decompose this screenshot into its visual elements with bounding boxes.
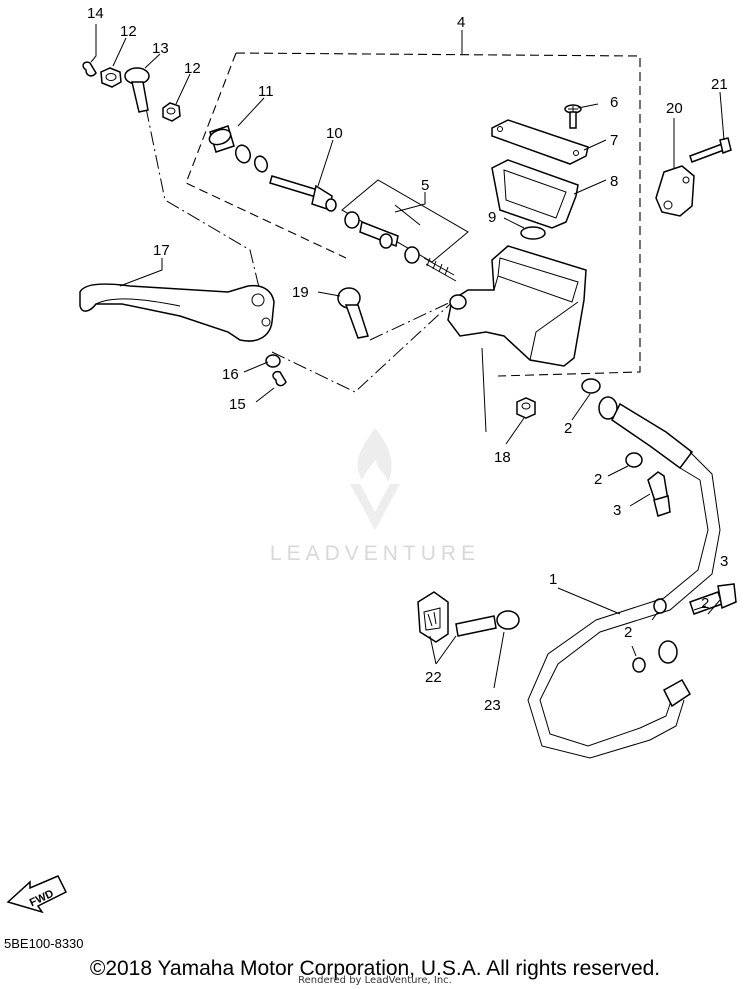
washer-2-b xyxy=(625,452,643,468)
callout-15: 15 xyxy=(229,396,246,413)
leader-lines xyxy=(90,24,725,689)
callout-14: 14 xyxy=(87,5,104,22)
washer-16 xyxy=(265,354,281,368)
piston-kit-5-bracket xyxy=(341,179,469,263)
callout-16: 16 xyxy=(222,366,239,383)
nut-12-top xyxy=(100,67,122,88)
screw-6 xyxy=(564,104,582,129)
bolt-21 xyxy=(689,137,732,163)
bolt-centerline xyxy=(369,299,456,341)
callout-1: 1 xyxy=(549,571,557,588)
push-rod-10 xyxy=(269,175,337,212)
master-cylinder-assembly-boundary xyxy=(185,52,641,377)
diaphragm-8 xyxy=(491,159,579,229)
reservoir-cap-7 xyxy=(491,119,589,165)
pivot-bolt-19 xyxy=(337,287,369,339)
callout-17: 17 xyxy=(153,242,170,259)
union-bolt-3-a xyxy=(647,471,671,517)
bolt-23 xyxy=(455,610,520,637)
diagram-code: 5BE100-8330 xyxy=(4,936,84,951)
callout-20: 20 xyxy=(666,100,683,117)
hose-guide-22 xyxy=(417,591,449,643)
washer-2-a xyxy=(581,378,601,394)
callout-13: 13 xyxy=(152,40,169,57)
callout-9: 9 xyxy=(488,209,496,226)
copyright-notice: ©2018 Yamaha Motor Corporation, U.S.A. A… xyxy=(89,957,661,980)
callout-2-b: 2 xyxy=(594,471,602,488)
callout-23: 23 xyxy=(484,697,501,714)
callout-5: 5 xyxy=(421,177,429,194)
callout-4: 4 xyxy=(457,14,465,31)
fwd-arrow-icon: FWD xyxy=(6,875,68,914)
callout-18: 18 xyxy=(494,449,511,466)
callout-11: 11 xyxy=(258,83,274,100)
callout-labels: 14 12 13 12 11 10 4 5 6 7 8 9 20 21 17 1… xyxy=(87,5,728,714)
callout-19: 19 xyxy=(292,284,309,301)
holder-20 xyxy=(655,165,695,217)
callout-7: 7 xyxy=(610,132,618,149)
pivot-centerline xyxy=(145,107,461,393)
callout-3-a: 3 xyxy=(613,502,621,519)
callout-6: 6 xyxy=(610,94,618,111)
nut-12-right xyxy=(162,102,181,122)
callout-12-right: 12 xyxy=(184,60,201,77)
callout-12-top: 12 xyxy=(120,23,137,40)
pivot-bolt-13 xyxy=(124,67,150,113)
callout-2-c: 2 xyxy=(701,595,709,612)
nut-18 xyxy=(516,397,536,419)
callout-3-b: 3 xyxy=(720,553,728,570)
rendered-by-notice: Rendered by LeadVenture, Inc. xyxy=(298,975,452,986)
circlip-15 xyxy=(272,370,287,387)
master-cylinder-body xyxy=(447,245,587,367)
callout-2-d: 2 xyxy=(624,624,632,641)
brake-lever-17 xyxy=(79,283,275,342)
callout-21: 21 xyxy=(711,76,728,93)
piston-kit-5 xyxy=(344,211,457,282)
washer-2-d xyxy=(632,657,646,673)
float-plate-9 xyxy=(520,226,546,240)
dust-boot-11 xyxy=(208,125,269,173)
callout-22: 22 xyxy=(425,669,442,686)
leadventure-watermark-logo xyxy=(350,428,400,530)
circlip-14 xyxy=(82,61,97,77)
brake-hose-1 xyxy=(527,396,721,759)
watermark-text: LEADVENTURE xyxy=(269,542,481,565)
callout-10: 10 xyxy=(326,125,343,142)
callout-2-a: 2 xyxy=(564,420,572,437)
callout-8: 8 xyxy=(610,173,618,190)
